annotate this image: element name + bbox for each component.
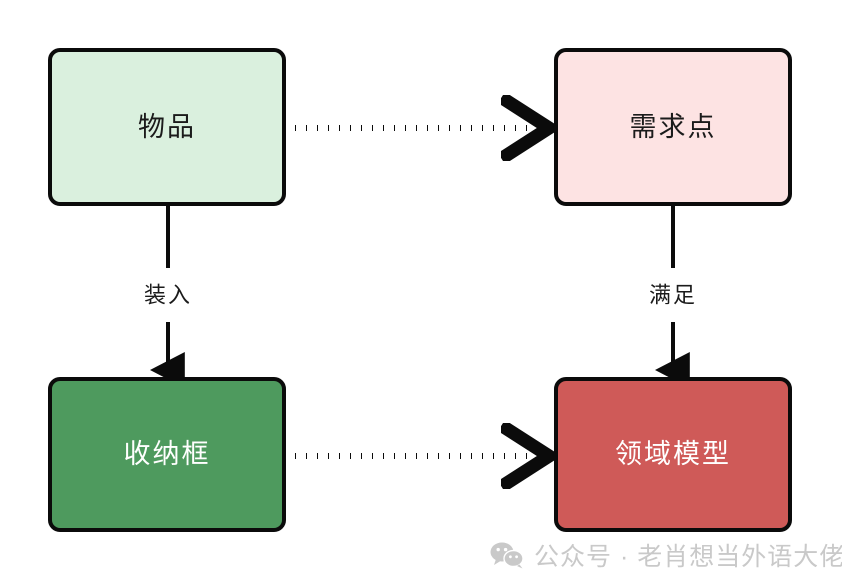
node-item-label: 物品	[138, 111, 196, 142]
node-domain-model[interactable]: 领域模型	[554, 377, 792, 532]
watermark: 公众号 · 老肖想当外语大佬	[490, 537, 842, 573]
node-storage-box[interactable]: 收纳框	[48, 377, 286, 532]
node-demand-point[interactable]: 需求点	[554, 48, 792, 206]
edge-label-load-into: 装入	[137, 280, 199, 310]
node-domain-model-label: 领域模型	[615, 439, 731, 469]
node-storage-box-label: 收纳框	[123, 439, 211, 469]
node-item[interactable]: 物品	[48, 48, 286, 206]
watermark-text: 公众号 · 老肖想当外语大佬	[534, 543, 842, 571]
wechat-icon	[490, 541, 524, 569]
edge-label-satisfy: 满足	[642, 280, 704, 310]
node-demand-point-label: 需求点	[629, 111, 717, 142]
